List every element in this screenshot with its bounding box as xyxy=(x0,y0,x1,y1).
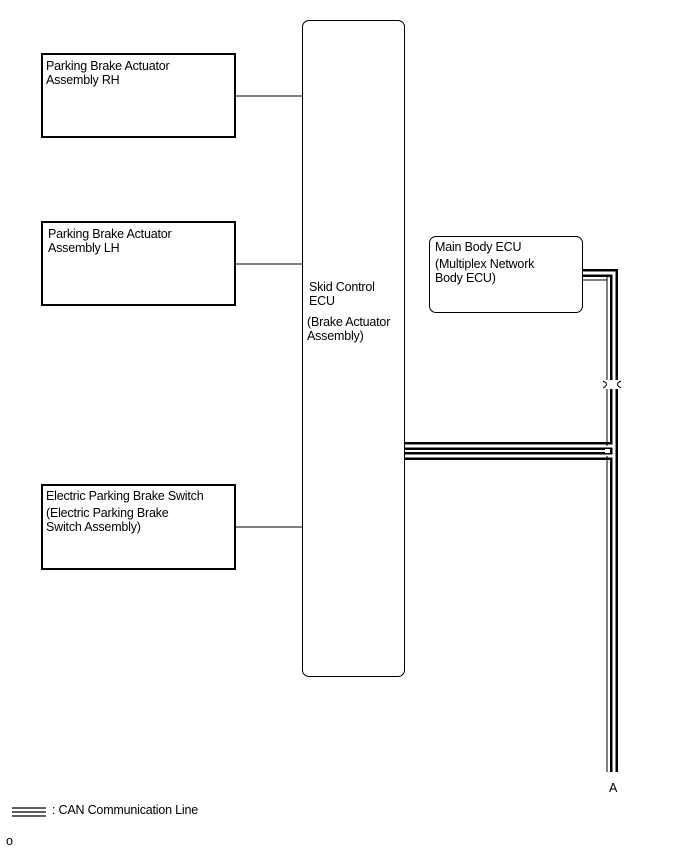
legend-label: : CAN Communication Line xyxy=(52,803,198,817)
epb-switch-label-3: Switch Assembly) xyxy=(46,520,141,534)
skid-ecu-label-2: ECU xyxy=(309,294,335,308)
pba-lh-label-1: Parking Brake Actuator xyxy=(48,227,172,241)
pba-lh-label-2: Assembly LH xyxy=(48,241,120,255)
parking-brake-actuator-rh-box xyxy=(41,53,236,138)
epb-switch-label-2: (Electric Parking Brake xyxy=(46,506,169,520)
bus-end-label: A xyxy=(609,781,618,795)
legend-can-symbol xyxy=(12,807,46,817)
skid-ecu-label-4: Assembly) xyxy=(307,329,364,343)
skid-ecu-label-3: (Brake Actuator xyxy=(307,315,391,329)
parking-brake-actuator-lh-box xyxy=(41,221,236,306)
epb-switch-label-1: Electric Parking Brake Switch xyxy=(46,489,204,503)
can-bus xyxy=(404,269,618,772)
main-body-ecu-label-2: (Multiplex Network xyxy=(435,257,535,271)
electric-parking-brake-switch-box xyxy=(41,484,236,570)
pba-rh-label-1: Parking Brake Actuator xyxy=(46,59,170,73)
skid-control-ecu-box xyxy=(302,20,405,677)
main-body-ecu-box xyxy=(429,236,583,313)
skid-ecu-label-1: Skid Control xyxy=(309,280,375,294)
bus-break-mark xyxy=(602,380,622,389)
pba-rh-label-2: Assembly RH xyxy=(46,73,120,87)
footnote-text: o xyxy=(6,834,13,848)
main-body-ecu-label-1: Main Body ECU xyxy=(435,240,522,254)
main-body-ecu-label-3: Body ECU) xyxy=(435,271,496,285)
